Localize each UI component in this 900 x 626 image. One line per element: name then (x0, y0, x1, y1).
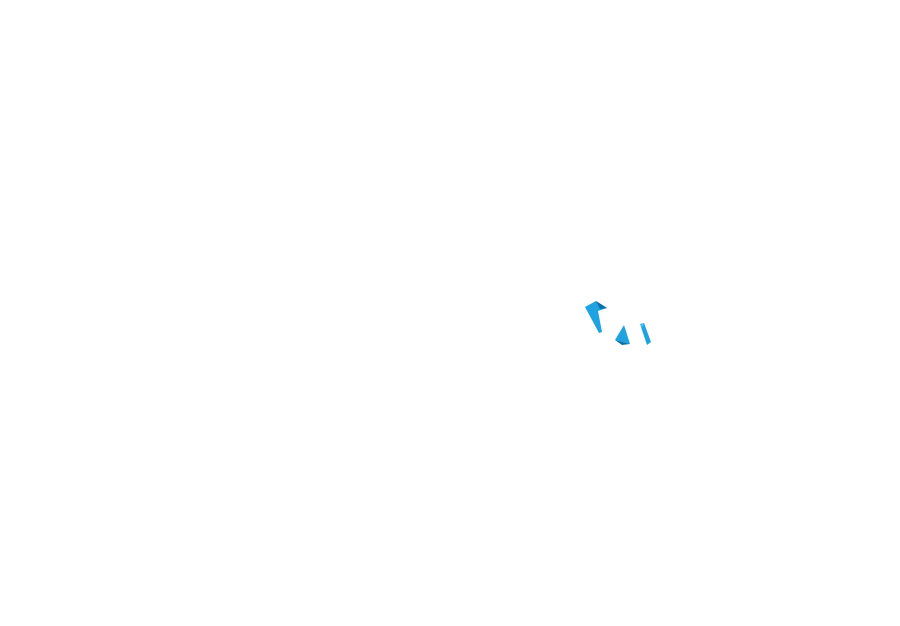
spinner-segment-1 (585, 301, 607, 333)
spinner-segment-1-shade (596, 301, 607, 309)
loading-spinner-icon (585, 301, 651, 345)
spinner-segment-3-light (640, 323, 644, 328)
spinner-segment-2-shade (615, 340, 630, 345)
spinner-segment-2 (615, 325, 630, 344)
loading-spinner (578, 296, 658, 356)
spinner-segment-3 (640, 323, 651, 345)
